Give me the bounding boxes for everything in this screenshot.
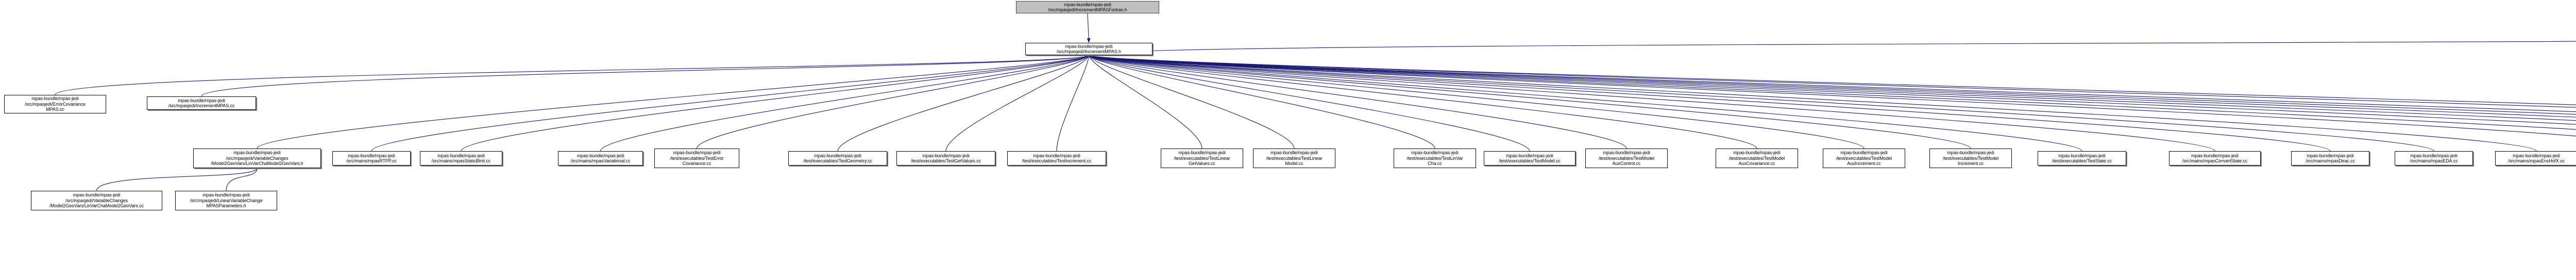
graph-edge <box>945 55 1090 152</box>
graph-edge <box>1088 55 2576 118</box>
graph-edge <box>1056 55 1090 152</box>
graph-edge <box>1088 55 1971 149</box>
graph-node[interactable]: mpas-bundle/mpas-jedi /test/executables/… <box>1929 149 2012 168</box>
graph-node[interactable]: mpas-bundle/mpas-jedi /test/executables/… <box>896 151 995 166</box>
graph-edge <box>600 55 1090 152</box>
graph-node[interactable]: mpas-bundle/mpas-jedi /src/mains/mpasEns… <box>2495 151 2576 166</box>
graph-edge <box>96 168 258 191</box>
graph-node[interactable]: mpas-bundle/mpas-jedi /test/executables/… <box>1484 151 1575 166</box>
graph-node[interactable]: mpas-bundle/mpas-jedi /src/mains/mpasVar… <box>558 151 643 166</box>
graph-node[interactable]: mpas-bundle/mpas-jedi /test/executables/… <box>1394 149 1476 168</box>
graph-node[interactable]: mpas-bundle/mpas-jedi /test/executables/… <box>1585 149 1668 168</box>
graph-edge <box>1088 55 1530 152</box>
graph-edge <box>1088 55 2576 112</box>
graph-edge <box>1088 55 2576 115</box>
graph-edge <box>1088 55 2576 130</box>
graph-node[interactable]: mpas-bundle/mpas-jedi /test/executables/… <box>1161 149 1243 168</box>
graph-edge <box>201 55 1090 97</box>
graph-node[interactable]: mpas-bundle/mpas-jedi /src/mains/mpasSta… <box>420 151 502 166</box>
graph-node[interactable]: mpas-bundle/mpas-jedi /src/mpasjedi/Line… <box>175 191 277 210</box>
graph-edge <box>1088 55 2537 152</box>
graph-edge <box>1088 55 2215 152</box>
graph-node[interactable]: mpas-bundle/mpas-jedi /test/executables/… <box>788 151 887 166</box>
graph-edge <box>257 55 1090 149</box>
graph-edge <box>1088 55 2331 152</box>
graph-node[interactable]: mpas-bundle/mpas-jedi /src/mains/mpasDir… <box>2291 151 2369 166</box>
graph-edge <box>1088 55 2576 105</box>
graph-edge <box>1088 55 2576 108</box>
graph-node[interactable]: mpas-bundle/mpas-jedi /test/executables/… <box>1253 149 1335 168</box>
graph-edge <box>1087 13 1091 43</box>
graph-edge <box>371 55 1090 152</box>
graph-edge <box>1088 55 1757 149</box>
graph-edge <box>1088 55 2082 152</box>
graph-edge <box>1088 55 2576 137</box>
graph-edge <box>461 55 1090 152</box>
graph-edge <box>1088 55 1435 149</box>
graph-node[interactable]: mpas-bundle/mpas-jedi /src/mpasjedi/Incr… <box>147 96 256 110</box>
graph-node[interactable]: mpas-bundle/mpas-jedi /src/mpasjedi/Vari… <box>31 191 162 210</box>
graph-node[interactable]: mpas-bundle/mpas-jedi /src/mains/mpasEDA… <box>2395 151 2473 166</box>
graph-node[interactable]: mpas-bundle/mpas-jedi /test/executables/… <box>1007 151 1106 166</box>
graph-edge <box>1088 55 2434 152</box>
graph-edge <box>1088 55 1865 149</box>
graph-edge <box>696 55 1090 149</box>
graph-node[interactable]: mpas-bundle/mpas-jedi /test/executables/… <box>1823 149 1905 168</box>
graph-node[interactable]: mpas-bundle/mpas-jedi /src/mpasjedi/Incr… <box>1016 1 1159 13</box>
graph-node[interactable]: mpas-bundle/mpas-jedi /test/executables/… <box>2038 151 2126 166</box>
graph-edge <box>1088 55 1627 149</box>
graph-node[interactable]: mpas-bundle/mpas-jedi /src/mains/mpasCon… <box>2169 151 2261 166</box>
graph-edge <box>837 55 1090 152</box>
graph-node[interactable]: mpas-bundle/mpas-jedi /test/executables/… <box>654 149 739 168</box>
graph-edge <box>1088 41 2576 56</box>
graph-node[interactable]: mpas-bundle/mpas-jedi /test/executables/… <box>1716 149 1798 168</box>
graph-edge <box>226 168 258 191</box>
graph-node[interactable]: mpas-bundle/mpas-jedi /src/mpasjedi/Erro… <box>4 95 106 113</box>
graph-edge <box>1088 55 1202 149</box>
graph-edge <box>1088 55 2576 121</box>
graph-edge <box>1088 55 2576 125</box>
graph-edge <box>55 55 1090 95</box>
graph-node[interactable]: mpas-bundle/mpas-jedi /src/mpasjedi/Vari… <box>193 149 321 168</box>
graph-node[interactable]: mpas-bundle/mpas-jedi /src/mpasjedi/Incr… <box>1025 43 1153 55</box>
graph-node[interactable]: mpas-bundle/mpas-jedi /src/mains/mpasRTP… <box>332 151 411 166</box>
graph-edge <box>1088 55 1295 149</box>
